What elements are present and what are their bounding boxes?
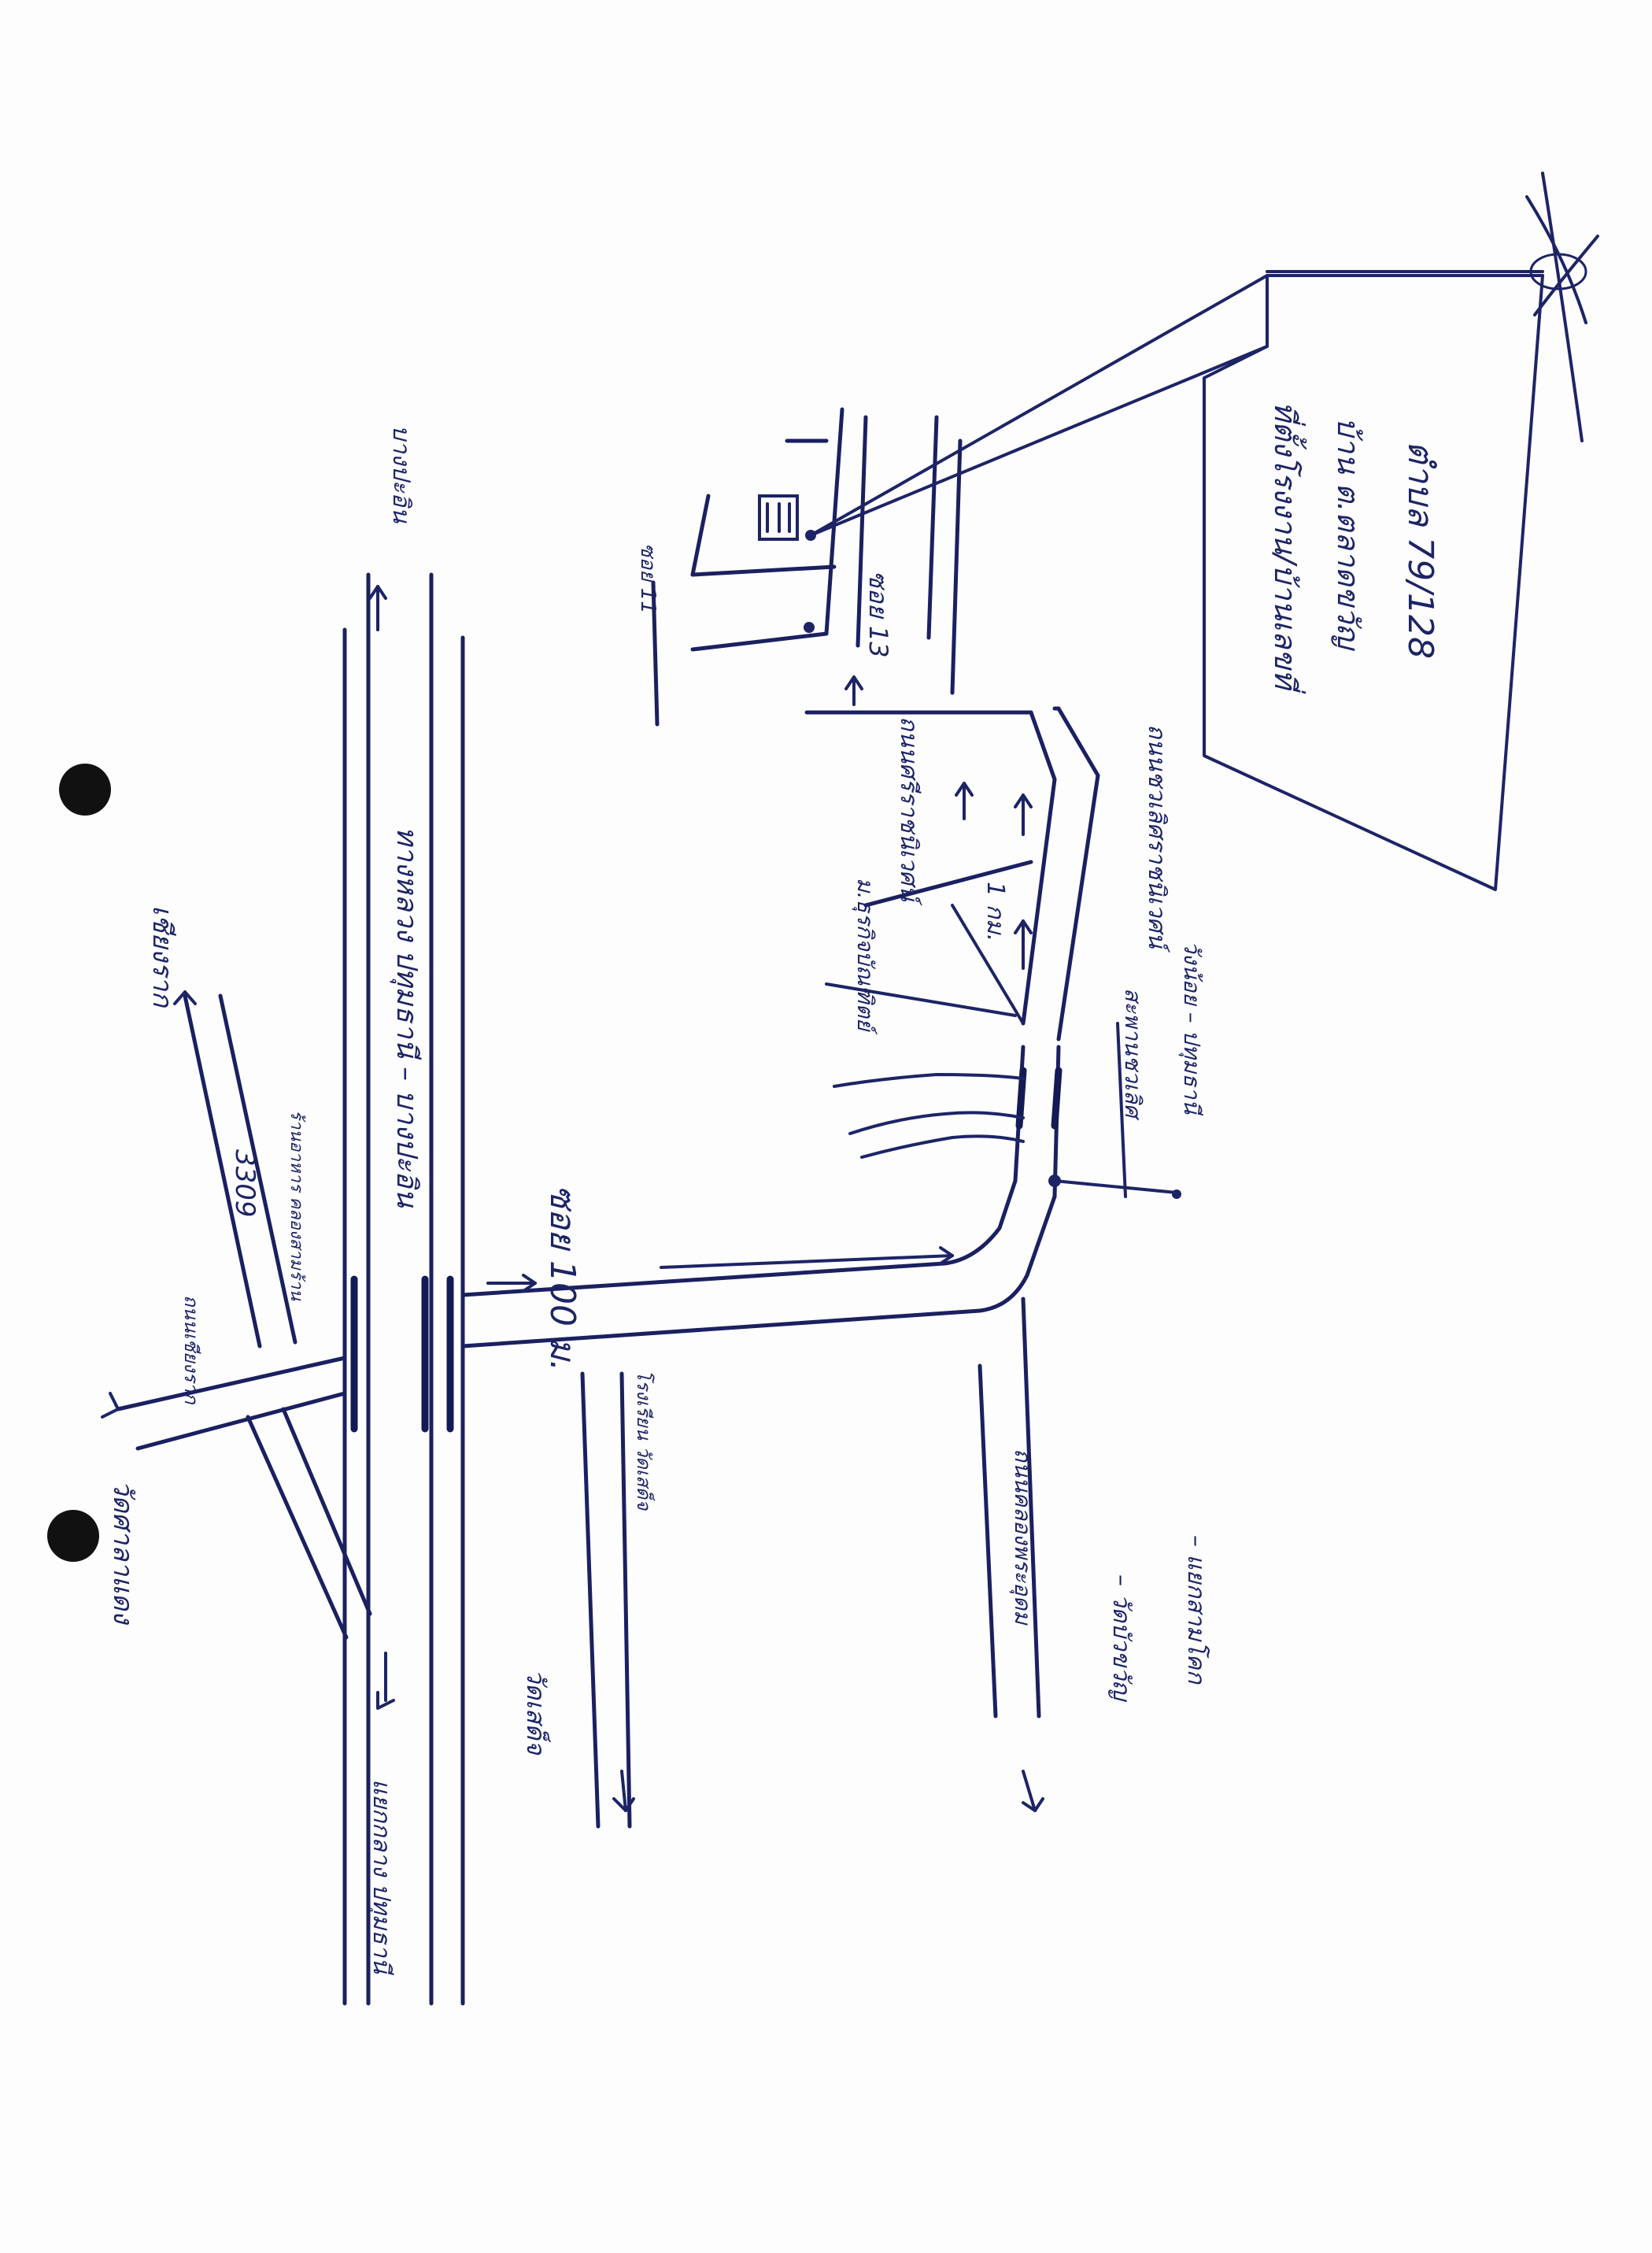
label-road-3309: 3309 bbox=[229, 1149, 261, 1218]
arrow-icon bbox=[376, 1691, 395, 1710]
arrow-icon bbox=[939, 1246, 954, 1265]
label-wat-bridge: วังน้อย – ปทุมธานี bbox=[1178, 941, 1205, 1116]
house-address-line-2: บ้าน ต.ตลาดขวัญ bbox=[1331, 417, 1366, 652]
arrow-icon bbox=[522, 1274, 537, 1293]
label-bridge: สะพานชวเลิศ bbox=[1120, 988, 1146, 1121]
compass-icon bbox=[1266, 172, 1599, 442]
arrow-icon bbox=[844, 675, 863, 690]
label-khlong-phra-udom: ถนนคลองพระอุดม bbox=[1009, 1448, 1036, 1626]
bridge-area bbox=[825, 706, 1181, 1199]
label-road-mahachai: ถนนชวเลิศราชนิเวศน์ bbox=[1143, 724, 1170, 953]
label-pathum-junction: แยกกลาง ปทุมธานี bbox=[368, 1779, 395, 1975]
label-school: โรงเรียน วัดเสด็จ bbox=[633, 1370, 656, 1511]
label-soi-100: ซอย 100 ม. bbox=[542, 1185, 582, 1371]
arrow-icon bbox=[1014, 794, 1033, 808]
label-bang-pa-in: บางปะอิน bbox=[387, 425, 415, 524]
arrow-icon bbox=[1014, 919, 1033, 934]
label-school2: ม.ธุรกิจบัณฑิตย์ bbox=[852, 878, 878, 1035]
left-junction-roads bbox=[101, 990, 372, 1640]
label-restaurant: ร้านอาหาร คลองสามร้าน bbox=[286, 1110, 306, 1301]
direction-arrows bbox=[368, 585, 1044, 1812]
label-chiang-rak: เชียงราก bbox=[146, 905, 178, 1008]
main-highway bbox=[342, 572, 465, 2006]
arrow-icon bbox=[612, 1797, 635, 1812]
punch-hole-icon bbox=[59, 764, 111, 816]
label-sam-khok-2: – แยกสามโคก bbox=[1182, 1535, 1210, 1685]
house-address-line-3: ตำบล 79/128 bbox=[1400, 441, 1440, 659]
arrow-icon bbox=[1022, 1797, 1044, 1812]
label-main-highway: ทางหลวง ปทุมธานี – บางปะอิน bbox=[390, 827, 423, 1208]
label-one-km: 1 กม. bbox=[981, 882, 1009, 942]
label-soi-13: ซอย 13 bbox=[863, 571, 893, 658]
label-wat-sala: วัดศาลาแดง bbox=[107, 1480, 139, 1626]
house-address-line-1: ที่ตั้งโรงงาน/บ้านเลขที่ bbox=[1268, 401, 1307, 694]
label-wat-sadet: วัดเสด็จ bbox=[521, 1669, 551, 1755]
label-road-mahachai2: ถนนศรีราชนิเวศน์ bbox=[895, 716, 922, 906]
road-to-house bbox=[651, 407, 1061, 908]
map-pin-icon bbox=[804, 622, 815, 633]
map-pin-icon bbox=[1172, 1189, 1181, 1199]
label-sam-khok-1: – วัดบัวขวัญ bbox=[1107, 1574, 1135, 1702]
soi-100-road bbox=[460, 1178, 1057, 1829]
arrow-icon bbox=[955, 782, 974, 797]
house-icon bbox=[758, 494, 799, 541]
info-callout-box bbox=[1203, 274, 1544, 891]
punch-hole-icon bbox=[47, 1510, 99, 1562]
label-soi-top: ซอย 11 bbox=[636, 543, 660, 614]
label-road-junction: ถนนเชียงราก bbox=[180, 1295, 202, 1405]
